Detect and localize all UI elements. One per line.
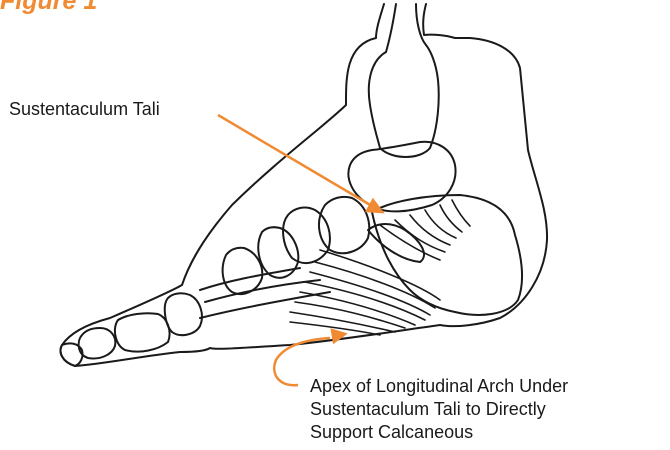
metatarsal-shaft-1 <box>200 268 330 318</box>
orange-pointer-arrow <box>218 115 382 212</box>
label-arch-apex-line-2: Sustentaculum Tali to Directly <box>310 398 568 421</box>
label-arch-apex: Apex of Longitudinal Arch Under Sustenta… <box>310 375 568 444</box>
tibia-end <box>369 45 439 157</box>
calcaneus-bone <box>372 195 522 315</box>
metatarsal-head <box>223 248 263 294</box>
label-arch-apex-line-3: Support Calcaneous <box>310 421 568 444</box>
phalanx-4 <box>61 343 83 366</box>
phalanx-1 <box>165 293 202 335</box>
leg-bone-lines <box>386 4 426 52</box>
label-arch-apex-line-1: Apex of Longitudinal Arch Under <box>310 375 568 398</box>
phalanx-2 <box>115 313 170 351</box>
foot-outline <box>61 4 548 366</box>
label-sustentaculum-tali: Sustentaculum Tali <box>9 98 160 121</box>
calcaneal-fibers <box>380 200 470 260</box>
phalanx-3 <box>79 328 116 358</box>
